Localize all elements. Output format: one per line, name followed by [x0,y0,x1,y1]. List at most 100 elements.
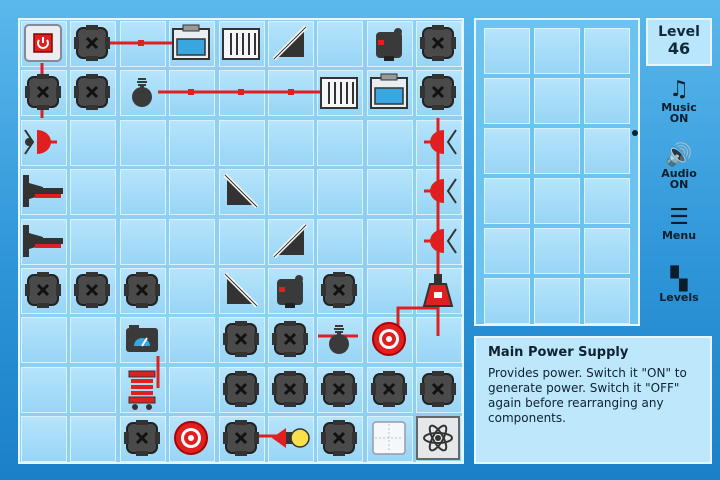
board-cell[interactable] [366,169,413,216]
board-cell[interactable] [366,218,413,265]
board-cell[interactable] [317,169,364,216]
spring-component[interactable] [119,366,165,412]
board-cell[interactable] [70,218,117,265]
inventory-slot[interactable] [534,178,580,224]
board-cell[interactable] [119,21,166,67]
board-cell[interactable] [268,119,314,166]
board-cell[interactable] [317,218,364,265]
board-cell[interactable] [169,366,216,413]
board-cell[interactable] [366,268,413,314]
board-cell[interactable] [169,119,216,166]
blocker-component[interactable] [119,415,165,461]
inventory-slot[interactable] [584,78,630,124]
inventory-slot[interactable] [534,228,580,274]
blocker-component[interactable] [415,366,461,412]
inventory-slot[interactable] [584,228,630,274]
board-cell[interactable] [169,70,216,117]
cube-emitter-component[interactable] [267,267,313,313]
atom-component[interactable] [415,415,461,461]
board-cell[interactable] [169,218,216,265]
piston-component[interactable] [20,218,66,264]
cube-emitter-component[interactable] [366,20,412,66]
board-cell[interactable] [119,218,166,265]
fan-right-component[interactable] [20,119,66,165]
music-toggle-button[interactable]: ♫ Music ON [646,78,712,125]
blocker-component[interactable] [69,69,115,115]
fan-left-component[interactable] [415,168,461,214]
board-cell[interactable] [416,317,463,364]
board-cell[interactable] [317,119,364,166]
board-cell[interactable] [169,169,216,216]
inventory-slot[interactable] [584,28,630,74]
blocker-component[interactable] [218,415,264,461]
inventory-slot[interactable] [534,278,580,324]
fan-left-component[interactable] [415,218,461,264]
board-cell[interactable] [119,169,166,216]
inventory-slot[interactable] [534,78,580,124]
board-cell[interactable] [366,119,413,166]
blocker-component[interactable] [316,366,362,412]
board-cell[interactable] [268,169,314,216]
blocker-component[interactable] [218,316,264,362]
inventory-slot[interactable] [584,128,630,174]
gear-component[interactable] [168,415,214,461]
board-cell[interactable] [70,169,117,216]
board-cell[interactable] [317,21,364,67]
board-cell[interactable] [119,119,166,166]
piston-component[interactable] [20,168,66,214]
board-cell[interactable] [169,317,216,364]
board-cell[interactable] [268,70,314,117]
blocker-component[interactable] [366,366,412,412]
inventory-slot[interactable] [484,228,530,274]
blocker-component[interactable] [69,267,115,313]
fan-left-component[interactable] [415,119,461,165]
inventory-slot[interactable] [584,178,630,224]
panel-component[interactable] [366,415,412,461]
inventory-slot[interactable] [484,78,530,124]
inventory-slot[interactable] [484,178,530,224]
gear-component[interactable] [366,316,412,362]
inventory-slot[interactable] [534,128,580,174]
board-cell[interactable] [218,70,265,117]
board-cell[interactable] [70,366,117,413]
levels-button[interactable]: ▚ Levels [646,268,712,304]
inventory-slot[interactable] [484,128,530,174]
board-cell[interactable] [70,317,117,364]
audio-toggle-button[interactable]: 🔊 Audio ON [646,144,712,191]
blocker-component[interactable] [415,20,461,66]
mirror-back-component[interactable] [218,168,264,214]
blocker-component[interactable] [267,316,313,362]
mirror-back-component[interactable] [218,267,264,313]
machine-tank-component[interactable] [366,69,412,115]
blocker-component[interactable] [20,267,66,313]
meter-component[interactable] [119,316,165,362]
board-cell[interactable] [21,366,67,413]
machine-vent-component[interactable] [316,69,362,115]
board-cell[interactable] [169,268,216,314]
bulb-component[interactable] [267,415,313,461]
blocker-component[interactable] [316,267,362,313]
bomb-component[interactable] [316,316,362,362]
board-cell[interactable] [21,317,67,364]
inventory-slot[interactable] [484,28,530,74]
board-cell[interactable] [70,119,117,166]
flask-component[interactable] [415,267,461,313]
blocker-component[interactable] [69,20,115,66]
blocker-component[interactable] [316,415,362,461]
mirror-slash-component[interactable] [267,218,313,264]
blocker-component[interactable] [267,366,313,412]
machine-tank-component[interactable] [168,20,214,66]
mirror-slash-component[interactable] [267,20,313,66]
blocker-component[interactable] [119,267,165,313]
bomb-component[interactable] [119,69,165,115]
machine-vent-component[interactable] [218,20,264,66]
power-switch-component[interactable] [20,20,66,66]
blocker-component[interactable] [415,69,461,115]
board-cell[interactable] [218,119,265,166]
inventory-slot[interactable] [534,28,580,74]
blocker-component[interactable] [218,366,264,412]
menu-button[interactable]: ☰ Menu [646,206,712,242]
inventory-slot[interactable] [584,278,630,324]
blocker-component[interactable] [20,69,66,115]
board-cell[interactable] [70,416,117,463]
